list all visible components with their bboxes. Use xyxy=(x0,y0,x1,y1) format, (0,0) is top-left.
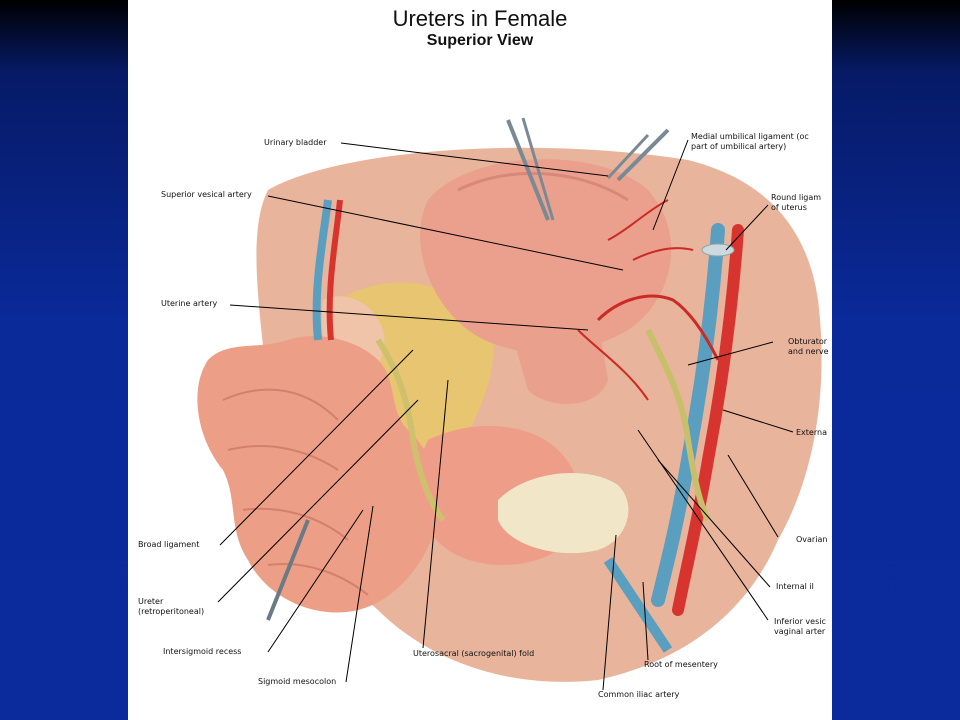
leader-uterosacral xyxy=(422,379,449,649)
ureter-right xyxy=(645,328,711,522)
label-obturator: Obturator and nerve xyxy=(788,337,829,356)
label-urinary-bladder: Urinary bladder xyxy=(264,138,327,147)
leader-common-iliac xyxy=(602,534,617,691)
forceps-1 xyxy=(506,119,550,221)
forceps-3 xyxy=(616,128,670,182)
leader-urinary-bladder xyxy=(340,142,609,177)
label-sigmoid-mesocolon: Sigmoid mesocolon xyxy=(258,677,337,686)
label-ureter: Ureter (retroperitoneal) xyxy=(138,597,205,616)
label-ovarian: Ovarian xyxy=(796,535,828,544)
anatomical-illustration xyxy=(197,117,822,682)
leader-round-ligament xyxy=(725,204,769,251)
leader-external xyxy=(722,409,794,433)
label-round-ligament: Round ligam of uterus xyxy=(771,193,822,212)
left-vessels-artery xyxy=(326,199,343,341)
forceps-2 xyxy=(521,117,555,221)
leader-root-mesentery xyxy=(642,581,649,661)
leader-internal-iliac xyxy=(657,459,771,588)
ureter-left xyxy=(375,338,446,522)
rectum xyxy=(498,473,629,554)
leader-intersigmoid xyxy=(267,509,364,653)
leader-ureter xyxy=(217,399,419,603)
label-external: Externa xyxy=(796,428,827,437)
label-broad-ligament: Broad ligament xyxy=(138,540,200,549)
label-medial-umbilical-ligament: Medial umbilical ligament (oc part of um… xyxy=(691,132,809,151)
slide-title: Ureters in Female xyxy=(392,6,568,31)
leader-broad-ligament xyxy=(219,349,414,546)
round-ligament-cut xyxy=(701,243,735,257)
label-superior-vesical-artery: Superior vesical artery xyxy=(161,190,252,199)
uterus xyxy=(420,159,672,353)
label-intersigmoid-recess: Intersigmoid recess xyxy=(163,647,242,656)
leader-medial-umbilical xyxy=(652,139,689,231)
left-vessels-vein xyxy=(312,199,332,341)
label-common-iliac-artery: Common iliac artery xyxy=(598,690,680,699)
sigmoid-colon xyxy=(197,336,441,613)
label-uterosacral-fold: Uterosacral (sacrogenital) fold xyxy=(413,649,535,658)
uterine-artery-branch xyxy=(596,294,720,361)
slide-canvas: Ureters in Female Superior View xyxy=(128,0,832,720)
external-iliac-artery xyxy=(672,224,744,616)
label-inferior-vesical: Inferior vesic vaginal arter xyxy=(774,617,826,636)
forceps-4 xyxy=(606,133,650,180)
leader-ovarian xyxy=(727,454,779,538)
leader-superior-vesical xyxy=(267,195,624,271)
label-internal-iliac: Internal il xyxy=(776,582,814,591)
leader-uterine xyxy=(229,304,589,331)
probe-lower xyxy=(266,519,310,621)
leader-sigmoid-mesocolon xyxy=(345,505,374,683)
leader-lines xyxy=(217,139,794,691)
cervix xyxy=(508,320,608,404)
common-iliac-vessels xyxy=(603,557,673,653)
label-uterine-artery: Uterine artery xyxy=(161,299,218,308)
leader-inferior-vesical xyxy=(637,429,769,621)
label-root-of-mesentery: Root of mesentery xyxy=(644,660,718,669)
slide-subtitle: Superior View xyxy=(426,32,534,49)
leader-obturator xyxy=(687,341,774,366)
